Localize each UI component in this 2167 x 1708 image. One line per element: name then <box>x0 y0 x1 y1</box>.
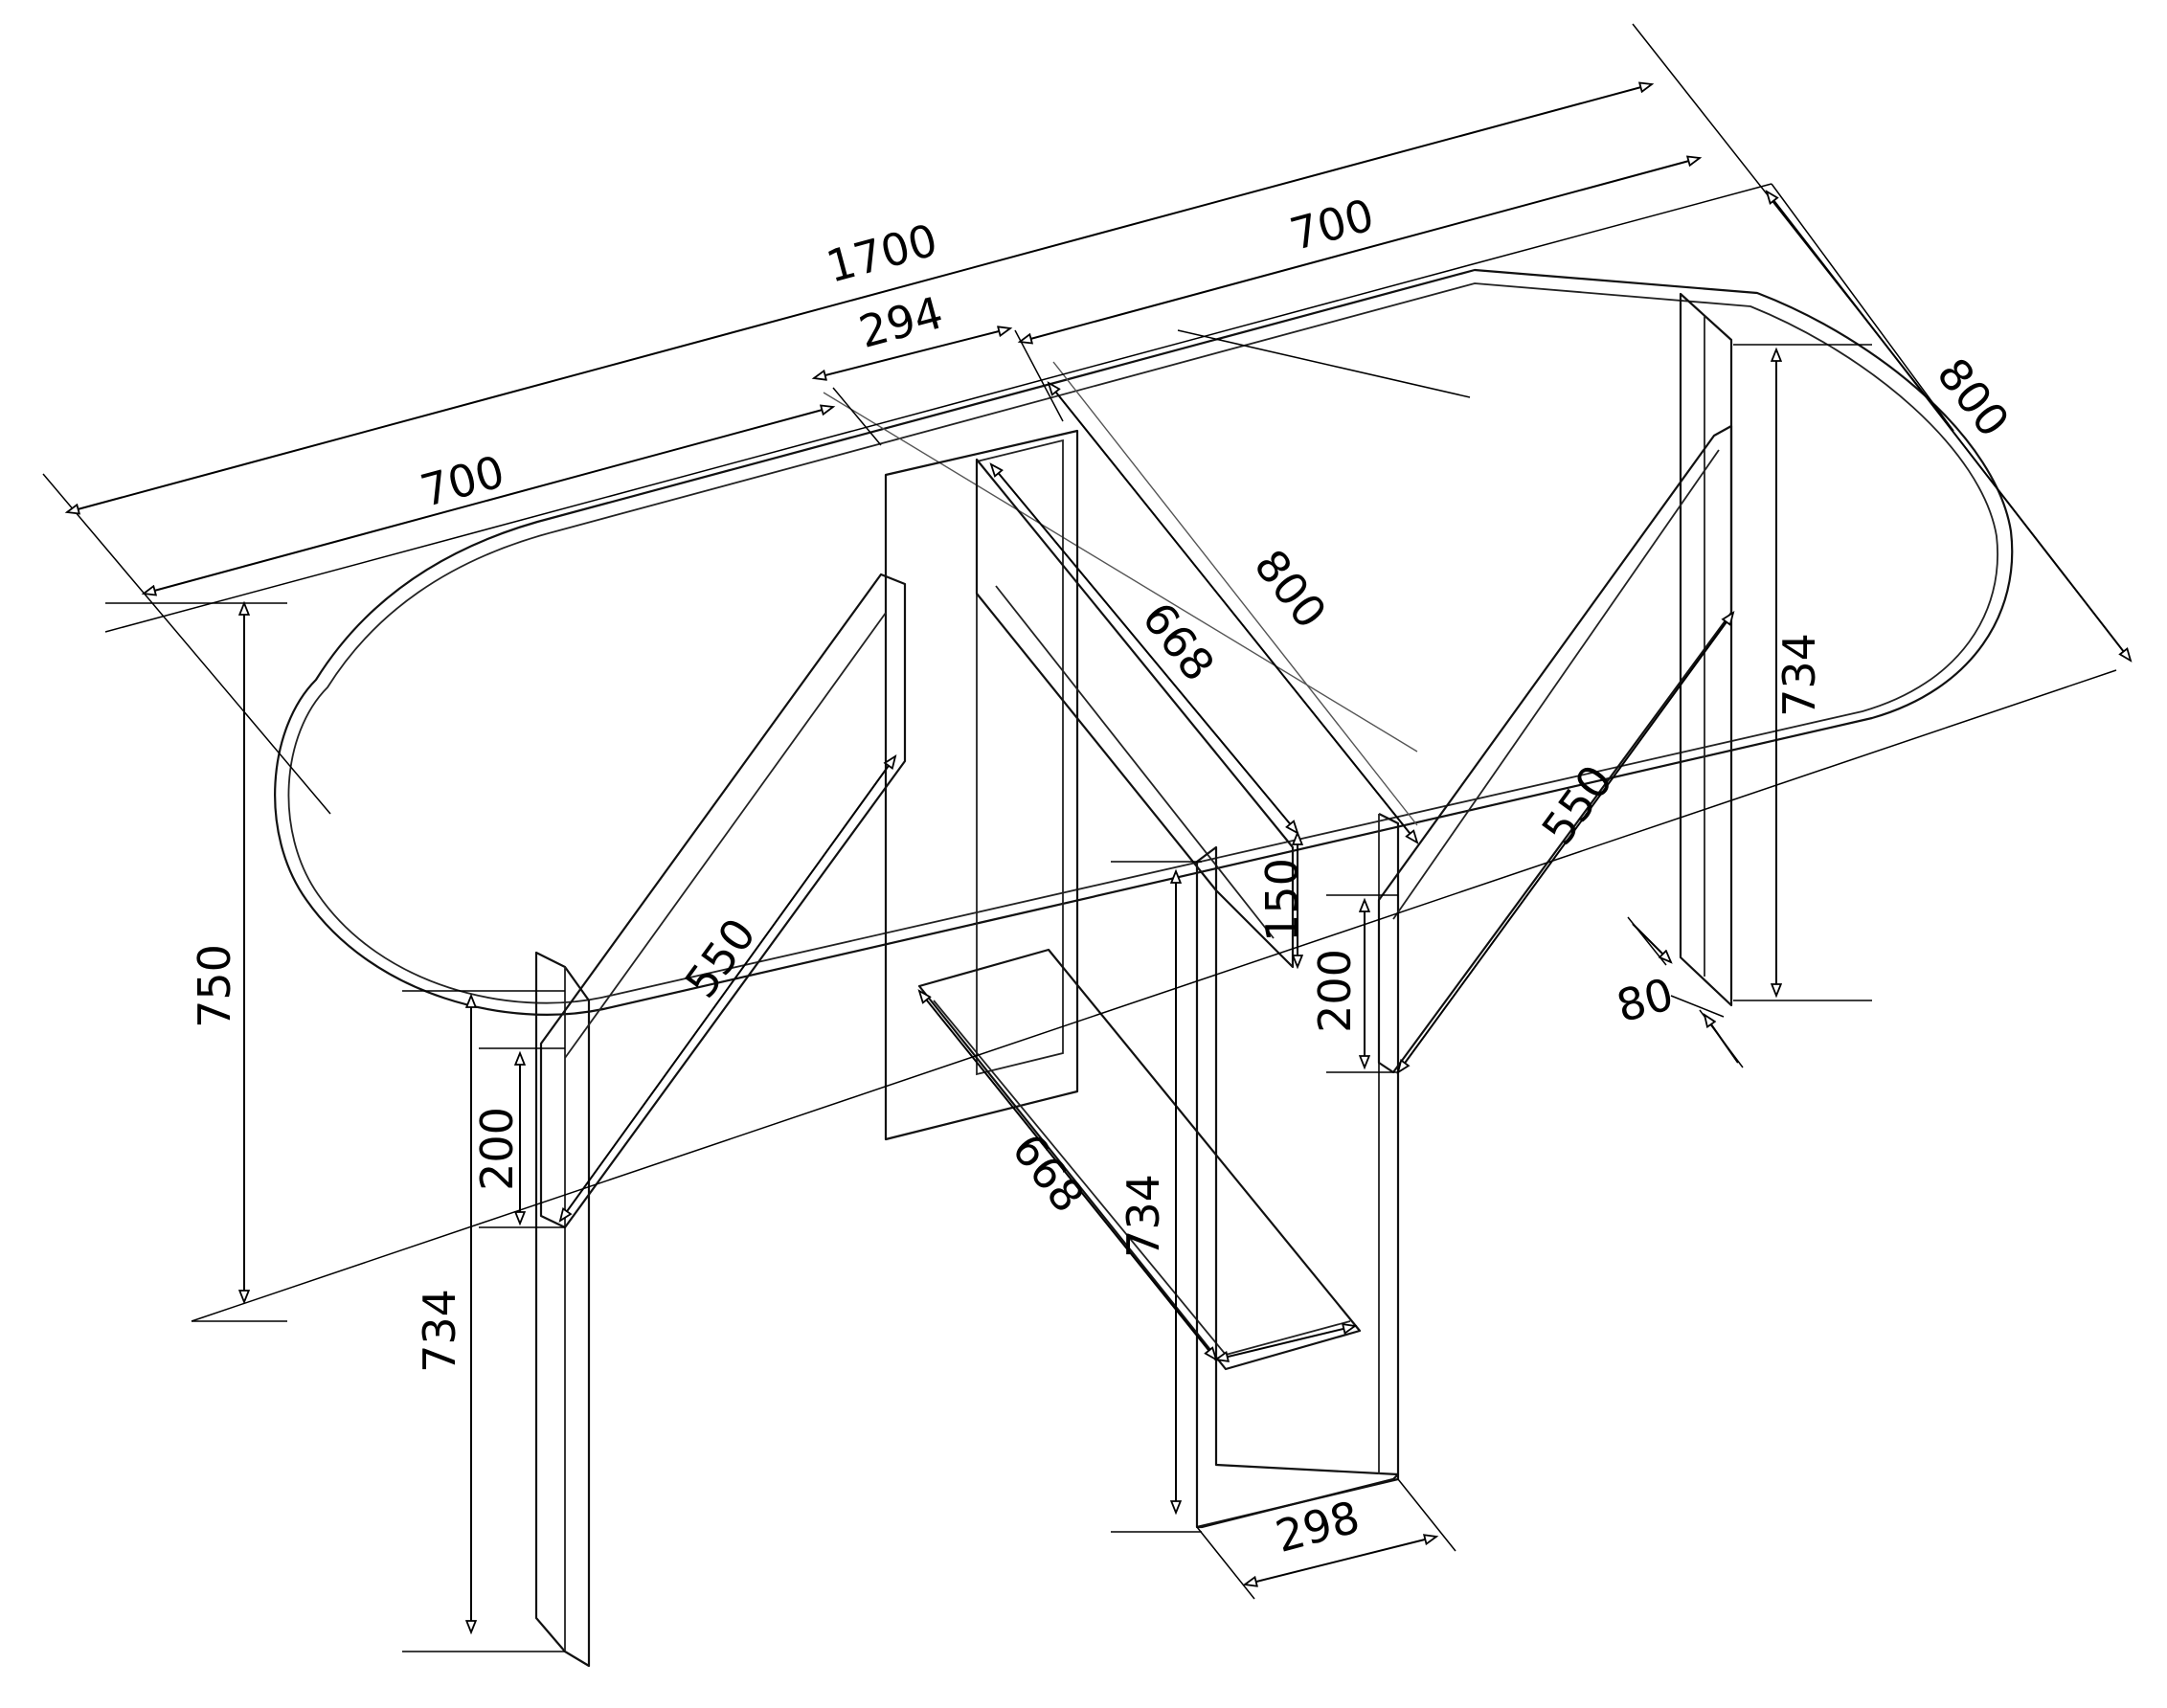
dim-leg-center: 734 <box>1117 1174 1169 1258</box>
table-top <box>274 268 2014 1016</box>
dim-inner-rail-top: 668 <box>1132 593 1225 690</box>
dim-bracket-right: 200 <box>1309 949 1361 1033</box>
dim-arm-left: 550 <box>674 909 765 1007</box>
dim-leg-thickness: 80 <box>1612 968 1680 1032</box>
dimension-lines <box>42 23 2131 1652</box>
dim-base-width: 298 <box>1270 1491 1365 1562</box>
dim-leaf-left: 700 <box>415 445 509 517</box>
dim-leg-left: 734 <box>414 1289 465 1373</box>
dim-leg-right: 734 <box>1773 633 1825 717</box>
right-leg <box>1377 292 1733 1074</box>
dim-arm-right: 550 <box>1531 755 1622 854</box>
dim-inner-rail-bottom: 668 <box>1002 1124 1095 1222</box>
dim-rail-height: 150 <box>1256 858 1308 942</box>
dim-depth-right: 800 <box>1927 348 2020 446</box>
left-leg <box>534 573 907 1668</box>
dim-leaf-right: 700 <box>1284 189 1379 260</box>
dim-total-height: 750 <box>189 944 240 1028</box>
dim-bracket-left: 200 <box>471 1107 523 1191</box>
